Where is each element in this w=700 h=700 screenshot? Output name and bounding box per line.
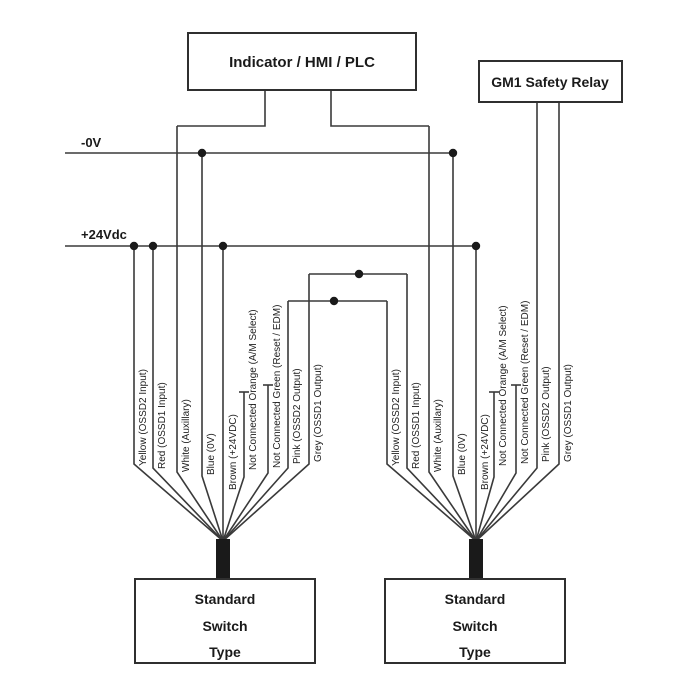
wire-labels-right: Yellow (OSSD2 Input) Red (OSSD1 Input) W… [391, 301, 574, 490]
wire-right-blue [452, 153, 477, 542]
junction-dot-cascade-ossd1 [354, 269, 364, 279]
wire-right-yellow [386, 301, 477, 542]
wire-left-yellow [133, 246, 224, 542]
wire-label-right-pink: Pink (OSSD2 Output) [541, 366, 552, 462]
wire-label-left-green: Not Connected Green (Reset / EDM) [272, 305, 283, 468]
switch-left-label-line1: Standard [195, 591, 256, 607]
wire-label-right-orange: Not Connected Orange (A/M Select) [498, 305, 509, 466]
wire-left-red [152, 246, 224, 542]
bus-0v-label: -0V [81, 135, 102, 150]
wire-left-green [222, 385, 269, 542]
wire-right-white [428, 126, 477, 542]
wire-labels-left: Yellow (OSSD2 Input) Red (OSSD1 Input) W… [138, 305, 324, 490]
wire-label-right-green: Not Connected Green (Reset / EDM) [520, 301, 531, 464]
junction-dot-24v-yellow [129, 241, 139, 251]
wire-left-white [176, 126, 224, 542]
wire-left-blue [201, 153, 224, 542]
junction-dots-group [129, 148, 481, 306]
wire-label-right-red: Red (OSSD1 Input) [411, 382, 422, 469]
switch-left-label-line3: Type [209, 644, 241, 660]
switch-left-box [134, 578, 316, 664]
wire-label-left-pink: Pink (OSSD2 Output) [292, 368, 303, 464]
wire-right-grey [475, 102, 560, 542]
gm1-relay-box-label: GM1 Safety Relay [491, 74, 609, 90]
wire-label-left-yellow: Yellow (OSSD2 Input) [138, 369, 149, 466]
wire-right-red [406, 274, 477, 542]
indicator-box [187, 32, 417, 91]
bus-24vdc-label: +24Vdc [81, 227, 127, 242]
wire-label-right-grey: Grey (OSSD1 Output) [563, 364, 574, 462]
wire-right-green [475, 385, 517, 542]
junction-dot-cascade-ossd2 [329, 296, 339, 306]
switch-left-label-line2: Switch [202, 618, 247, 634]
wires-group [65, 90, 560, 542]
junction-dot-24v-brown-right [471, 241, 481, 251]
wire-left-orange [222, 392, 245, 542]
wire-left-pink [222, 301, 289, 542]
switch-right-label-line1: Standard [445, 591, 506, 607]
wire-label-left-brown: Brown (+24VDC) [228, 414, 239, 490]
wire-label-right-blue: Blue (0V) [457, 433, 468, 475]
switch-right-box [384, 578, 566, 664]
junction-dot-24v-red [148, 241, 158, 251]
wire-label-left-white: White (Auxillary) [181, 399, 192, 472]
indicator-lead-left [177, 90, 266, 127]
wire-label-left-blue: Blue (0V) [206, 433, 217, 475]
switch-right-label-line2: Switch [452, 618, 497, 634]
gm1-relay-box [478, 60, 623, 103]
wire-label-left-grey: Grey (OSSD1 Output) [313, 364, 324, 462]
wire-right-orange [475, 392, 495, 542]
cable-right [469, 539, 483, 580]
wire-label-right-white: White (Auxillary) [433, 399, 444, 472]
wire-right-pink [475, 102, 538, 542]
junction-dot-24v-brown-left [218, 241, 228, 251]
junction-dot-0v-left [197, 148, 207, 158]
wire-label-right-yellow: Yellow (OSSD2 Input) [391, 369, 402, 466]
wire-label-left-orange: Not Connected Orange (A/M Select) [248, 309, 259, 470]
switch-right-label-line3: Type [459, 644, 491, 660]
indicator-lead-right [330, 90, 429, 127]
cable-left [216, 539, 230, 580]
wire-left-grey [222, 274, 310, 542]
wire-label-left-red: Red (OSSD1 Input) [157, 382, 168, 469]
indicator-box-label: Indicator / HMI / PLC [229, 54, 375, 71]
wire-label-right-brown: Brown (+24VDC) [480, 414, 491, 490]
junction-dot-0v-right [448, 148, 458, 158]
